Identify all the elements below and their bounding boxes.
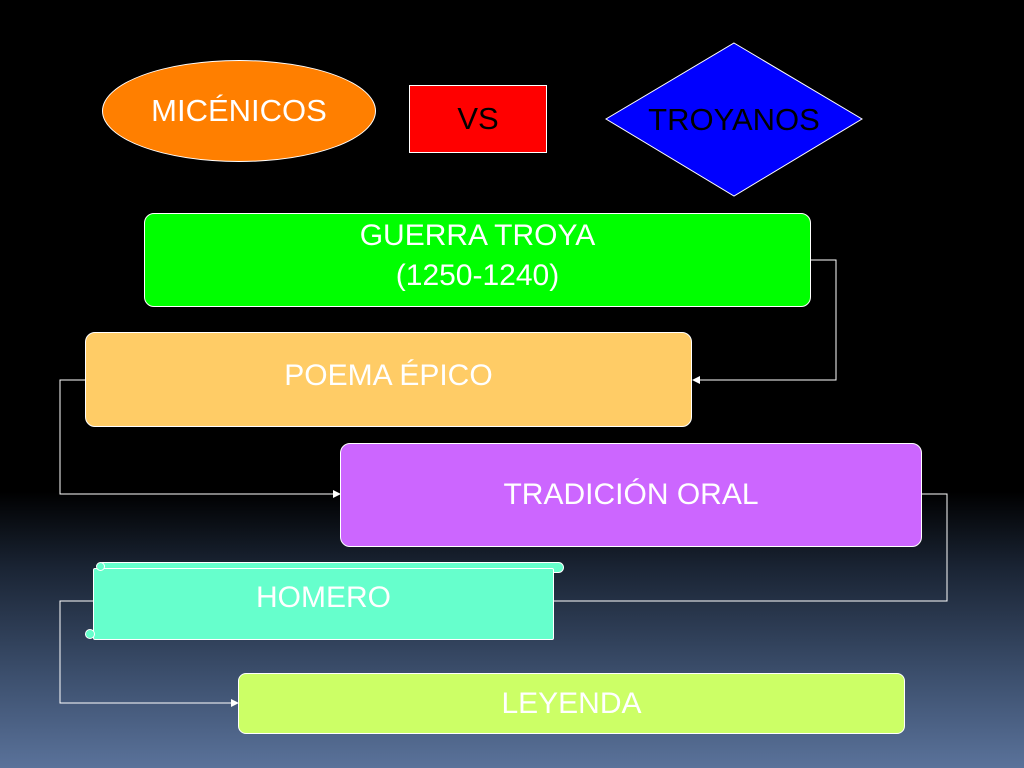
- troyanos-diamond-shape: [605, 42, 863, 197]
- tradicion-oral-label: TRADICIÓN ORAL: [503, 478, 759, 511]
- connector-tradicion-to-homero: [554, 493, 948, 602]
- guerra-troya-dates: (1250-1240): [395, 259, 560, 292]
- leyenda-box: LEYENDA: [238, 673, 905, 734]
- homero-scroll: HOMERO: [93, 568, 554, 640]
- guerra-troya-label: GUERRA TROYA: [359, 218, 596, 252]
- connector-guerra-to-poema: [692, 259, 837, 384]
- troyanos-label: TROYANOS: [648, 101, 820, 137]
- vs-box: VS: [409, 85, 547, 153]
- connector-poema-to-tradicion: [59, 379, 341, 498]
- micenicos-oval: MICÉNICOS: [102, 60, 376, 162]
- troyanos-diamond: TROYANOS: [605, 42, 863, 197]
- poema-epico-box: POEMA ÉPICO: [85, 332, 692, 427]
- poema-epico-label: POEMA ÉPICO: [284, 358, 493, 392]
- leyenda-label: LEYENDA: [501, 686, 642, 720]
- vs-label: VS: [457, 101, 499, 136]
- connector-homero-to-leyenda: [59, 600, 239, 707]
- tradicion-oral-box: TRADICIÓN ORAL: [340, 443, 922, 547]
- guerra-troya-box: GUERRA TROYA (1250-1240): [144, 213, 811, 307]
- homero-label: HOMERO: [256, 581, 391, 614]
- micenicos-label: MICÉNICOS: [151, 93, 327, 128]
- scroll-curl-top-icon: [96, 562, 105, 571]
- scroll-curl-bottom-icon: [85, 629, 95, 639]
